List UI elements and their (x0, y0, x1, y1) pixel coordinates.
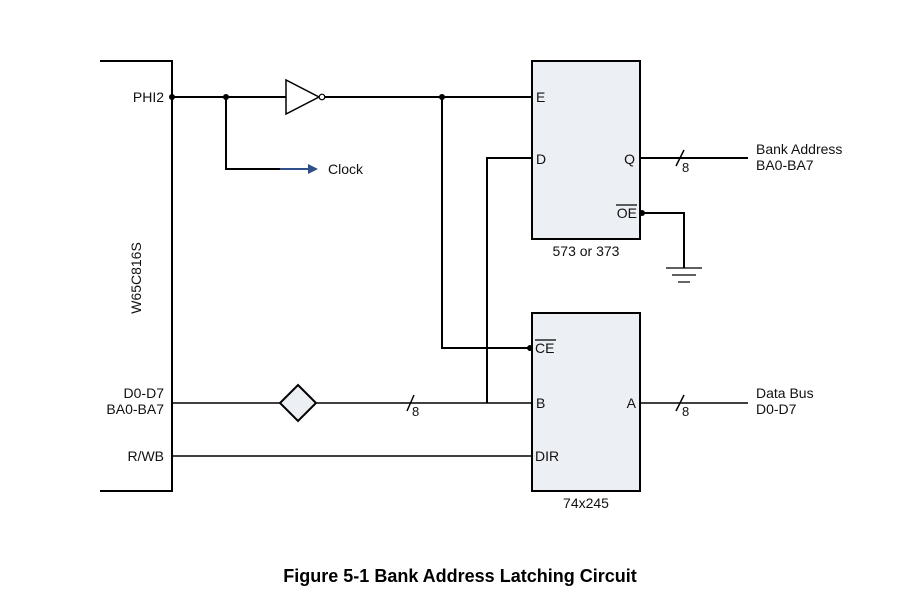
transceiver-body (531, 312, 641, 492)
bank-address-label-line1: Bank Address (756, 141, 842, 157)
latch-pin-e: E (536, 89, 545, 105)
clock-branch-wire (225, 97, 280, 170)
enable-net (325, 94, 533, 351)
transceiver-pin-ce: CE (535, 340, 554, 356)
transceiver-chip: CE B A DIR 74x245 (531, 312, 641, 511)
data-to-latch-d-wire (486, 157, 532, 403)
latch-pin-q: Q (624, 151, 635, 167)
data-bus-width-slash (675, 394, 685, 412)
clock-label: Clock (328, 161, 364, 177)
latch-pin-d: D (536, 151, 546, 167)
oe-to-ground-wire (642, 212, 685, 268)
enable-to-ce-wire (441, 97, 528, 349)
cpu-bus-width-slash (406, 394, 415, 412)
latch-chip: E D Q OE 573 or 373 (531, 60, 641, 259)
cpu-pin-data-line2: BA0-BA7 (106, 401, 164, 417)
cpu-pin-rwb: R/WB (127, 448, 164, 464)
phi2-junction-cpu (169, 94, 175, 100)
latch-part-label: 573 or 373 (553, 243, 620, 259)
bank-address-label-line2: BA0-BA7 (756, 157, 814, 173)
data-bus-width-label: 8 (682, 404, 689, 419)
cpu-outline (100, 60, 173, 492)
data-bus-label-line1: Data Bus (756, 385, 814, 401)
transceiver-pin-a: A (627, 395, 637, 411)
cpu-name-label: W65C816S (128, 242, 144, 314)
oe-ground-net (639, 210, 702, 283)
data-bus-label-line2: D0-D7 (756, 401, 797, 417)
cpu-pin-data-line1: D0-D7 (124, 385, 165, 401)
inverter-bubble-icon (318, 93, 326, 101)
latch-pin-oe: OE (617, 205, 637, 221)
transceiver-pin-dir: DIR (535, 448, 559, 464)
transceiver-pin-b: B (536, 395, 545, 411)
inverter-gate (285, 78, 326, 116)
bank-address-bus: 8 Bank Address BA0-BA7 (640, 141, 842, 175)
phi2-net: Clock (169, 94, 364, 177)
bus-diamond-icon (278, 383, 318, 423)
cpu-block: W65C816S PHI2 D0-D7 BA0-BA7 R/WB (100, 60, 173, 492)
transceiver-part-label: 74x245 (563, 495, 609, 511)
figure-caption: Figure 5-1 Bank Address Latching Circuit (283, 566, 636, 586)
clock-arrow-icon (308, 164, 318, 174)
inverter-triangle-icon (285, 78, 321, 116)
cpu-bus-width-label: 8 (412, 404, 419, 419)
cpu-data-bus: 8 (172, 157, 532, 423)
data-bus-output: 8 Data Bus D0-D7 (640, 385, 814, 419)
cpu-pin-phi2: PHI2 (133, 89, 164, 105)
bus-width-slash (675, 149, 685, 167)
bus-width-label: 8 (682, 160, 689, 175)
latch-body (531, 60, 641, 240)
